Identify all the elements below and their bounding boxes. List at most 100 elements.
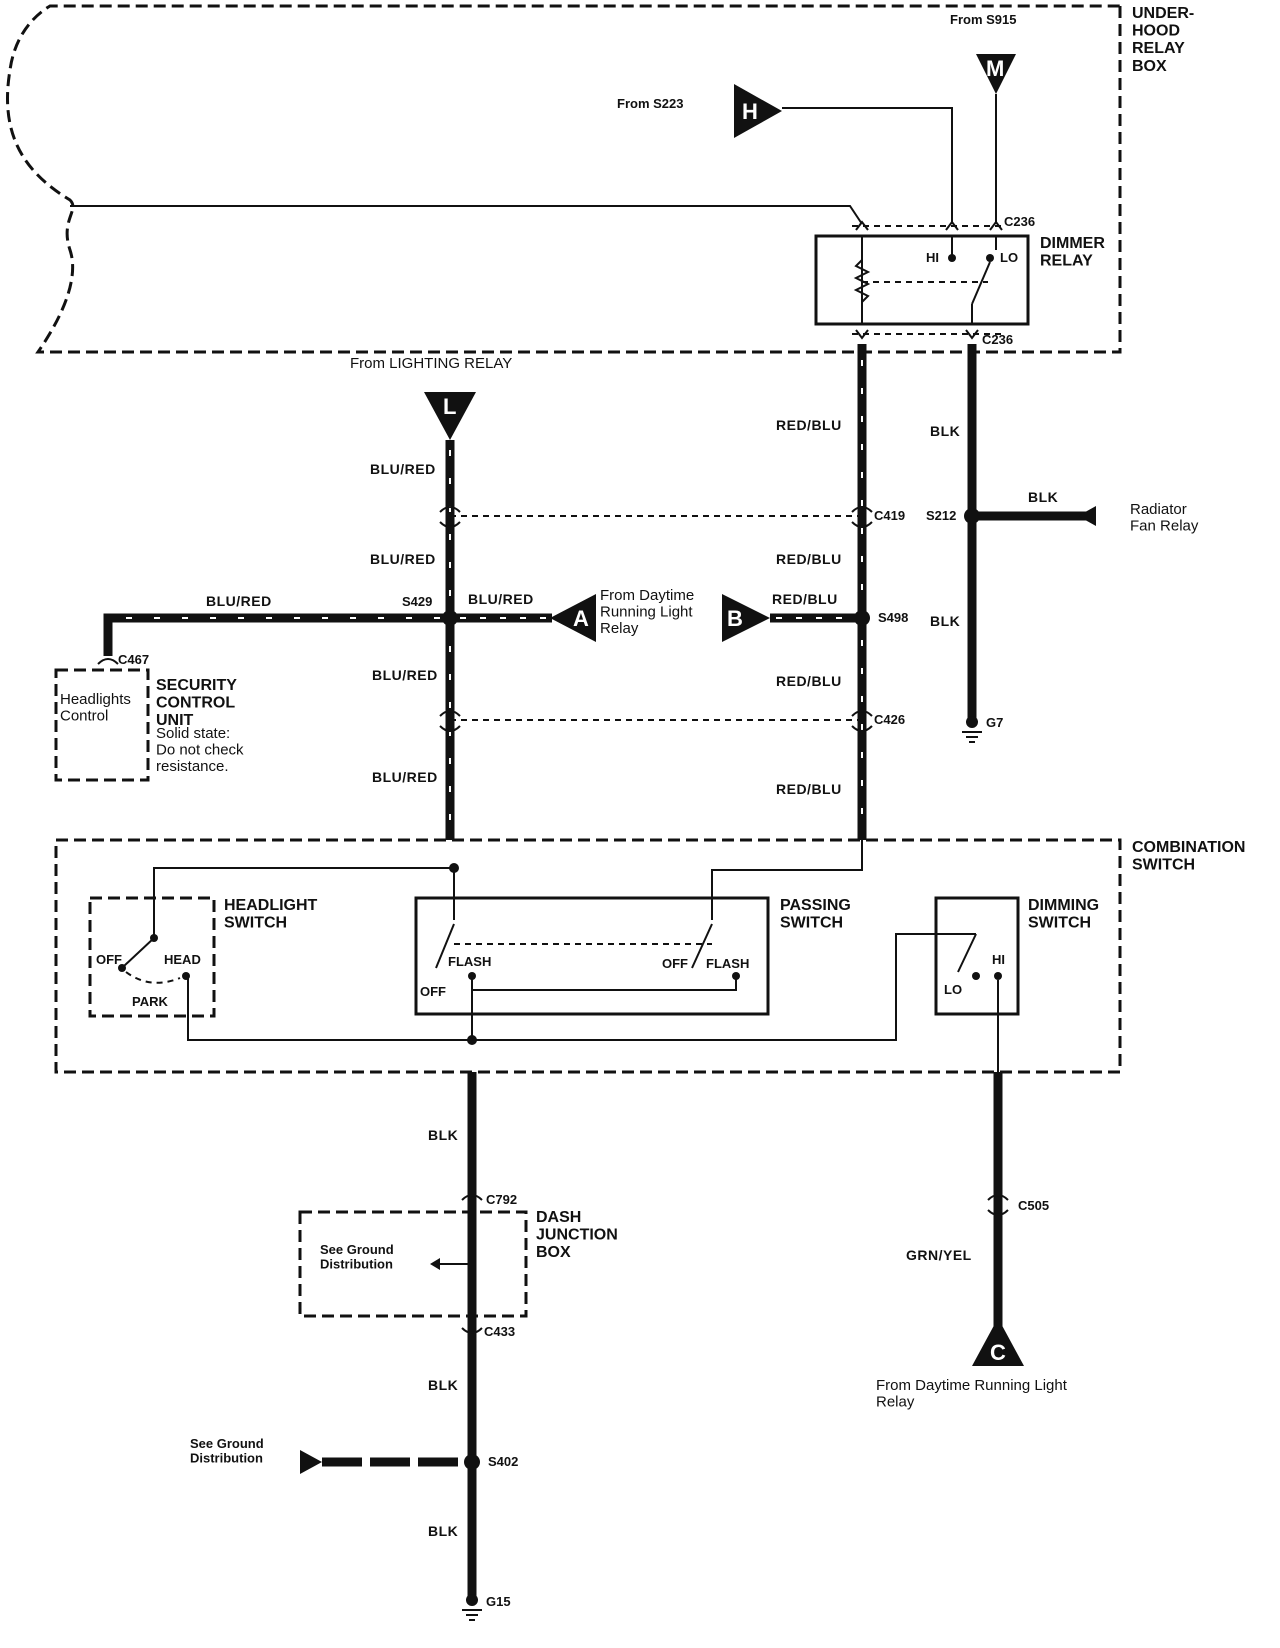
blk-label-5: BLK xyxy=(428,1377,458,1393)
g7-label: G7 xyxy=(986,715,1003,730)
g7-ground-symbol xyxy=(962,731,982,743)
g15-label: G15 xyxy=(486,1594,511,1609)
ds-hi-contact xyxy=(994,972,1002,980)
dash-junction-box xyxy=(298,1210,528,1318)
ps-flash-bus xyxy=(472,976,737,991)
hl-switch-arm xyxy=(123,937,155,967)
blu-red-label-3: BLU/RED xyxy=(372,667,438,683)
g15-ground-dot xyxy=(466,1594,478,1606)
c433-label: C433 xyxy=(484,1324,515,1339)
from-lighting-relay-label: From LIGHTING RELAY xyxy=(350,355,512,372)
c236-bot-pins xyxy=(855,329,979,340)
c419-label: C419 xyxy=(874,508,905,523)
dimmer-relay-box xyxy=(814,234,1030,326)
ps-off-label-2: OFF xyxy=(662,956,688,971)
passing-switch-box xyxy=(414,896,770,1016)
ps-left-contact xyxy=(468,972,476,980)
wire-internal-dimming xyxy=(187,933,976,1041)
c505-label: C505 xyxy=(1018,1198,1049,1213)
g15-ground-symbol xyxy=(462,1609,482,1621)
connector-l-letter: L xyxy=(443,394,456,419)
connector-h-letter: H xyxy=(742,99,758,124)
hl-park-arc xyxy=(125,971,181,984)
c236-top-pins xyxy=(855,220,1003,231)
blk-label-1: BLK xyxy=(930,423,960,439)
connector-a-triangle xyxy=(550,594,596,642)
hl-park-label: PARK xyxy=(132,994,168,1009)
ps-left-arm xyxy=(435,923,455,969)
red-blu-label-4: RED/BLU xyxy=(776,673,842,689)
c467-pin xyxy=(97,658,119,665)
dimming-switch-box xyxy=(934,896,1020,1016)
connector-h-triangle xyxy=(734,84,782,138)
from-s223-label: From S223 xyxy=(617,96,683,111)
ps-right-arm xyxy=(691,923,713,969)
ds-switch-arm xyxy=(957,933,977,973)
c433-pin xyxy=(461,1327,483,1334)
blk-label-6: BLK xyxy=(428,1523,458,1539)
c426-label: C426 xyxy=(874,712,905,727)
red-blu-label-5: RED/BLU xyxy=(776,781,842,797)
c792-label: C792 xyxy=(486,1192,517,1207)
wire-internal-top xyxy=(153,867,454,936)
connector-m-triangle xyxy=(976,54,1016,94)
relay-lo-contact xyxy=(986,254,994,262)
hl-head-contact xyxy=(182,972,190,980)
grn-yel-label: GRN/YEL xyxy=(906,1247,972,1263)
blk-label-3: BLK xyxy=(1028,489,1058,505)
hl-off-label: OFF xyxy=(96,952,122,967)
blk-label-2: BLK xyxy=(930,613,960,629)
fan-relay-arrow xyxy=(1078,506,1096,526)
s429-label: S429 xyxy=(402,594,432,609)
connector-b-letter: B xyxy=(727,606,743,631)
connector-l-triangle xyxy=(424,392,476,440)
wire-blu-red-security xyxy=(103,613,450,656)
relay-hi-label: HI xyxy=(926,250,939,265)
c236-top-label: C236 xyxy=(1004,214,1035,229)
c792-pin xyxy=(461,1194,483,1201)
wire-internal-red-blu xyxy=(711,840,863,920)
c467-label: C467 xyxy=(118,652,149,667)
relay-lo-label: LO xyxy=(1000,250,1018,265)
combination-switch-box xyxy=(54,838,1122,1074)
s212-label: S212 xyxy=(926,508,956,523)
blu-red-label-4: BLU/RED xyxy=(372,769,438,785)
ps-flash-label-2: FLASH xyxy=(706,956,749,971)
blk-label-4: BLK xyxy=(428,1127,458,1143)
c236-bot-label: C236 xyxy=(982,332,1013,347)
ds-lo-label: LO xyxy=(944,982,962,997)
c505-pin xyxy=(987,1194,1009,1216)
relay-switch-arm xyxy=(971,261,991,305)
connector-m-letter: M xyxy=(986,56,1004,81)
c426-pins xyxy=(439,710,873,732)
blu-red-label-5: BLU/RED xyxy=(206,593,272,609)
blu-red-label-1: BLU/RED xyxy=(370,461,436,477)
wire-lighting-relay xyxy=(70,205,863,225)
underhood-box-outline xyxy=(6,4,1122,354)
connector-b-triangle xyxy=(722,594,770,642)
node-ground xyxy=(467,1035,477,1045)
g7-ground-dot xyxy=(966,716,978,728)
connector-c-letter: C xyxy=(990,1340,1006,1365)
blu-red-label-2: BLU/RED xyxy=(370,551,436,567)
ds-lo-contact xyxy=(972,972,980,980)
red-blu-label-1: RED/BLU xyxy=(776,417,842,433)
connector-a-letter: A xyxy=(573,606,589,631)
connector-c-triangle xyxy=(972,1318,1024,1366)
s498-label: S498 xyxy=(878,610,908,625)
